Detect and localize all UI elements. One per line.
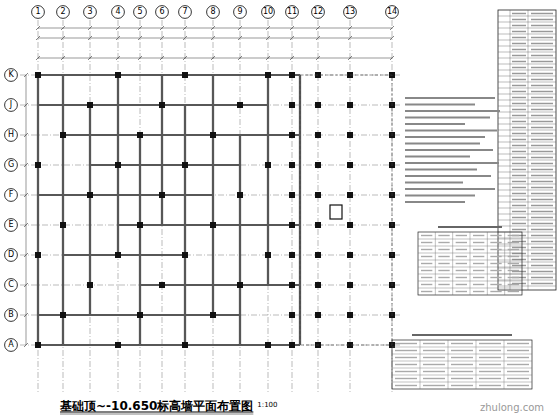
axis-label: J bbox=[4, 98, 18, 112]
bubble-circle bbox=[5, 69, 18, 82]
wall-schedule bbox=[418, 227, 522, 295]
bubble-circle bbox=[5, 279, 18, 292]
scale-label: 1:100 bbox=[257, 401, 277, 409]
axis-bubble: A bbox=[4, 338, 18, 352]
schedule-table bbox=[498, 10, 556, 290]
axis-label: 2 bbox=[56, 5, 70, 19]
axis-label: 4 bbox=[111, 5, 125, 19]
bubble-circle bbox=[312, 6, 325, 19]
axis-bubble: 3 bbox=[83, 5, 97, 19]
bubble-circle bbox=[5, 219, 18, 232]
shear-walls bbox=[38, 75, 300, 345]
bubble-circle bbox=[179, 6, 192, 19]
bubble-circle bbox=[286, 6, 299, 19]
bubble-circle bbox=[5, 189, 18, 202]
axis-label: H bbox=[4, 128, 18, 142]
bubble-circle bbox=[5, 309, 18, 322]
bubble-circle bbox=[5, 99, 18, 112]
grid-lines bbox=[20, 20, 400, 392]
axis-bubble: 7 bbox=[178, 5, 192, 19]
bubble-circle bbox=[57, 6, 70, 19]
beam-schedule bbox=[392, 335, 532, 389]
axis-bubble: G bbox=[4, 158, 18, 172]
axis-label: F bbox=[4, 188, 18, 202]
axis-label: G bbox=[4, 158, 18, 172]
bubble-circle bbox=[32, 6, 45, 19]
axis-bubble: 13 bbox=[343, 5, 357, 19]
axis-label: K bbox=[4, 68, 18, 82]
axis-label: 9 bbox=[233, 5, 247, 19]
axis-label: 7 bbox=[178, 5, 192, 19]
axis-bubble: 12 bbox=[311, 5, 325, 19]
axis-label: D bbox=[4, 248, 18, 262]
axis-label: E bbox=[4, 218, 18, 232]
dimension-lines bbox=[24, 26, 394, 347]
axis-bubble: 11 bbox=[285, 5, 299, 19]
axis-bubble: J bbox=[4, 98, 18, 112]
drawing-title: 基础顶~-10.650标高墙平面布置图 bbox=[60, 398, 253, 415]
bubble-circle bbox=[207, 6, 220, 19]
axis-bubble: 10 bbox=[261, 5, 275, 19]
axis-label: 11 bbox=[285, 5, 299, 19]
axis-bubble: 8 bbox=[206, 5, 220, 19]
bubble-circle bbox=[5, 159, 18, 172]
axis-label: A bbox=[4, 338, 18, 352]
axis-label: 13 bbox=[343, 5, 357, 19]
bubble-circle bbox=[262, 6, 275, 19]
axis-bubble: 5 bbox=[133, 5, 147, 19]
columns bbox=[35, 72, 395, 348]
axis-bubble: 2 bbox=[56, 5, 70, 19]
bubble-circle bbox=[5, 339, 18, 352]
bubble-circle bbox=[5, 249, 18, 262]
axis-label: 12 bbox=[311, 5, 325, 19]
axis-bubble: B bbox=[4, 308, 18, 322]
axis-label: B bbox=[4, 308, 18, 322]
axis-label: 8 bbox=[206, 5, 220, 19]
axis-label: 6 bbox=[155, 5, 169, 19]
general-notes bbox=[405, 98, 500, 202]
bubble-circle bbox=[84, 6, 97, 19]
axis-label: 1 bbox=[31, 5, 45, 19]
bubble-circle bbox=[234, 6, 247, 19]
bubble-circle bbox=[134, 6, 147, 19]
bubble-circle bbox=[156, 6, 169, 19]
axis-bubble: C bbox=[4, 278, 18, 292]
axis-bubble: E bbox=[4, 218, 18, 232]
axis-label: 5 bbox=[133, 5, 147, 19]
axis-label: 3 bbox=[83, 5, 97, 19]
watermark: zhulong.com bbox=[480, 402, 544, 413]
axis-bubble: 14 bbox=[385, 5, 399, 19]
axis-bubble: D bbox=[4, 248, 18, 262]
title-underline bbox=[60, 414, 253, 415]
axis-bubble: K bbox=[4, 68, 18, 82]
axis-bubble: F bbox=[4, 188, 18, 202]
bubble-circle bbox=[112, 6, 125, 19]
axis-label: C bbox=[4, 278, 18, 292]
axis-bubble: 4 bbox=[111, 5, 125, 19]
bubble-circle bbox=[344, 6, 357, 19]
axis-bubble: 6 bbox=[155, 5, 169, 19]
axis-label: 14 bbox=[385, 5, 399, 19]
axis-bubble: 9 bbox=[233, 5, 247, 19]
bubble-circle bbox=[5, 129, 18, 142]
axis-bubble: 1 bbox=[31, 5, 45, 19]
axis-bubble: H bbox=[4, 128, 18, 142]
bubble-circle bbox=[386, 6, 399, 19]
axis-label: 10 bbox=[261, 5, 275, 19]
